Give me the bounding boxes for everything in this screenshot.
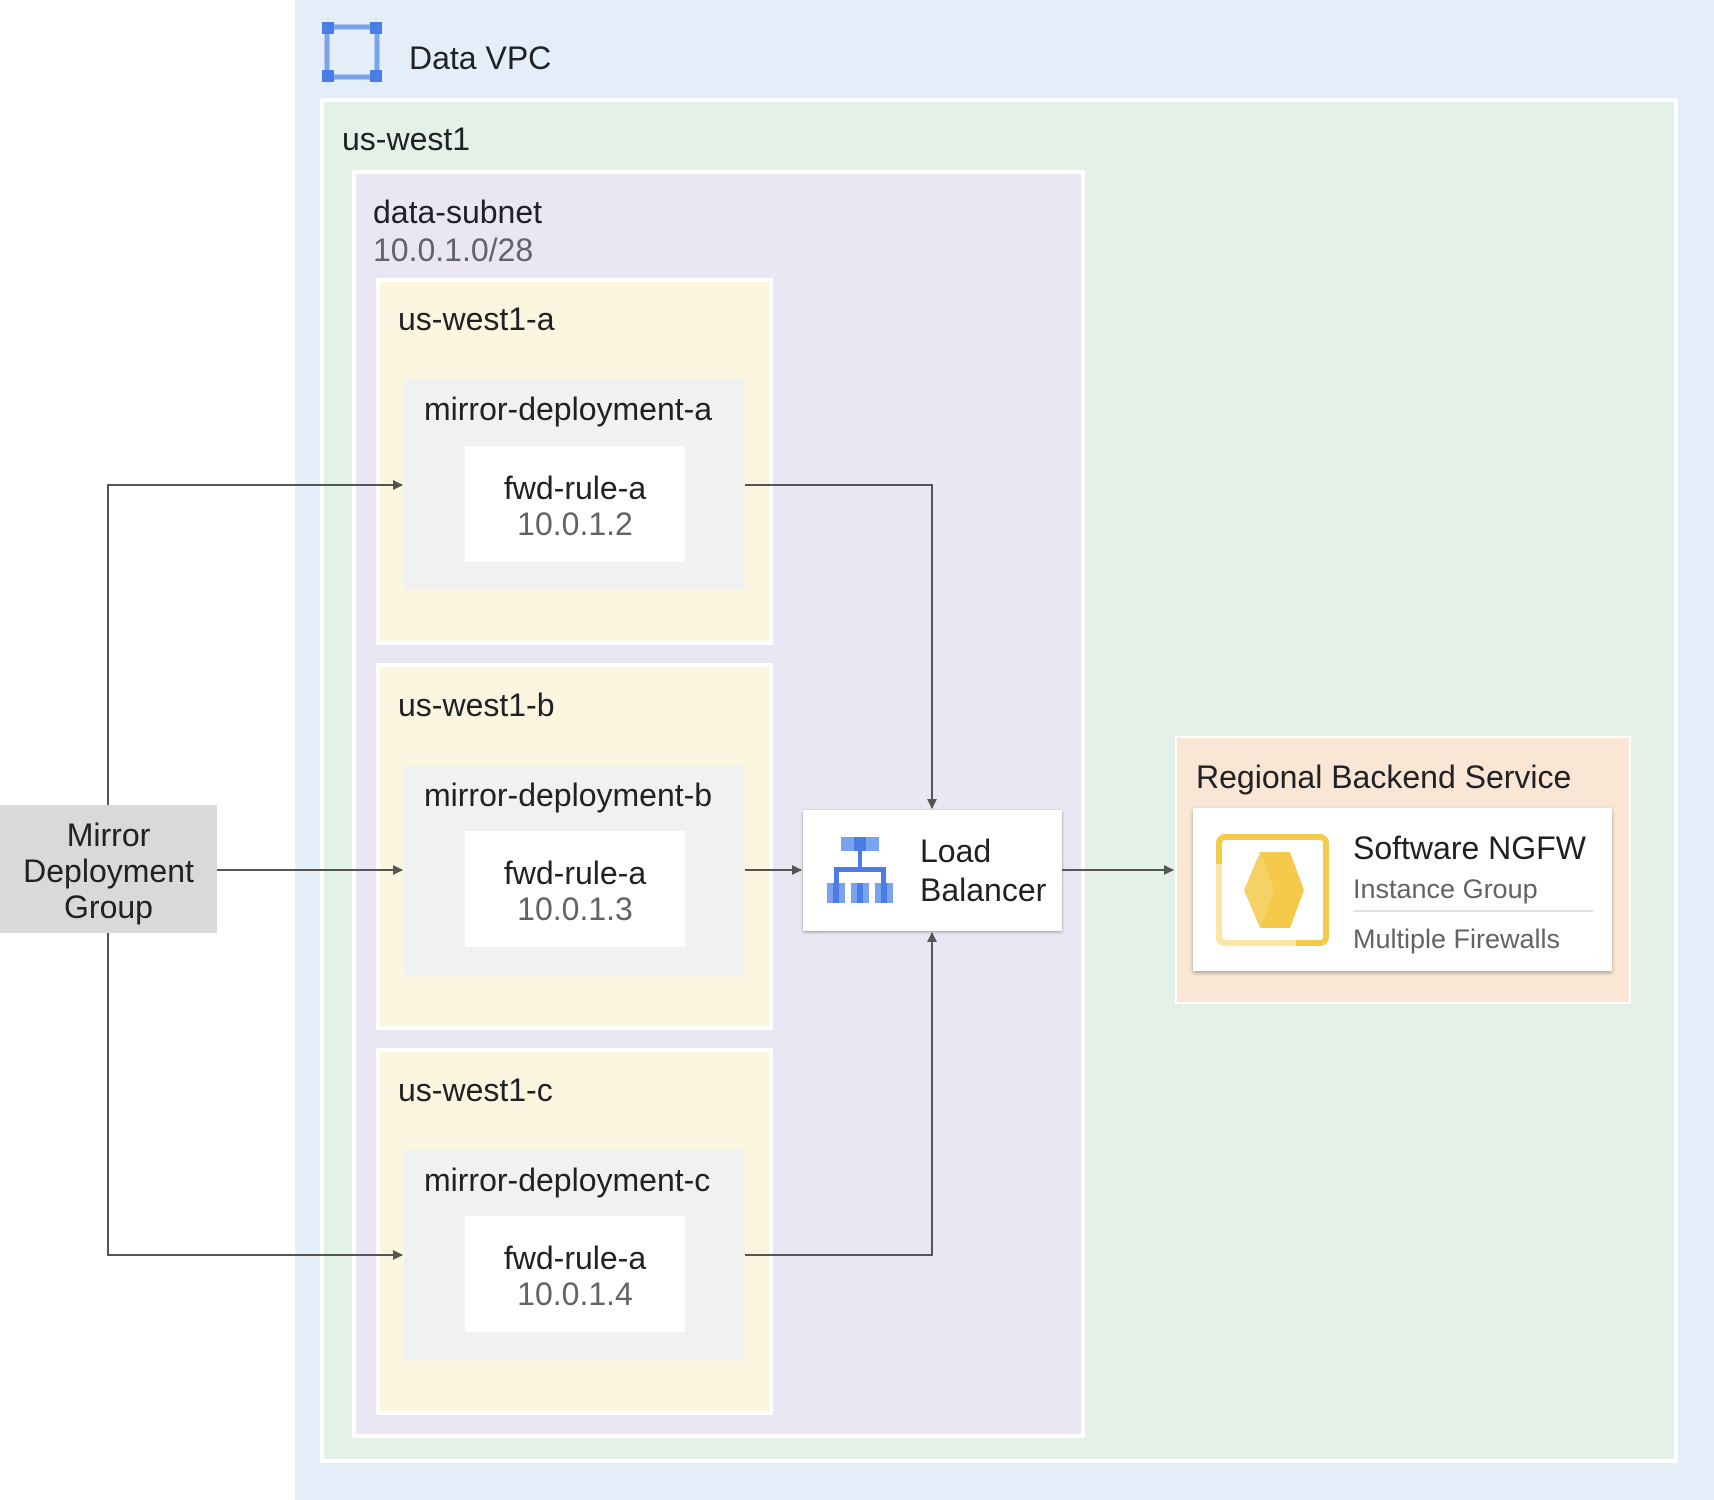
- load-balancer-icon: [827, 837, 893, 903]
- fwd-rule-b-card: fwd-rule-a 10.0.1.3: [465, 831, 685, 947]
- fwd-rule-c-card: fwd-rule-a 10.0.1.4: [465, 1216, 685, 1332]
- arrow-group-to-deployment-a: [107, 480, 403, 805]
- fwd-rule-c-label: fwd-rule-a: [503, 1240, 647, 1276]
- subnet-cidr: 10.0.1.0/28: [373, 232, 534, 268]
- software-ngfw-detail: Multiple Firewalls: [1353, 924, 1561, 954]
- fwd-rule-b-label: fwd-rule-a: [503, 855, 647, 891]
- mirror-group-line3: Group: [64, 889, 153, 925]
- load-balancer-line1: Load: [920, 833, 992, 869]
- mirror-deployment-b-label: mirror-deployment-b: [424, 777, 713, 813]
- vpc-title: Data VPC: [409, 40, 552, 76]
- software-ngfw-icon: [1216, 834, 1329, 946]
- zone-b-title: us-west1-b: [398, 687, 555, 723]
- fwd-rule-a-ip: 10.0.1.2: [517, 506, 633, 542]
- fwd-rule-a-card: fwd-rule-a 10.0.1.2: [465, 446, 685, 562]
- zone-a-title: us-west1-a: [398, 301, 555, 337]
- mirror-deployment-c-label: mirror-deployment-c: [424, 1162, 711, 1198]
- software-ngfw-card: Software NGFW Instance Group Multiple Fi…: [1193, 808, 1612, 971]
- software-ngfw-subtitle: Instance Group: [1353, 874, 1538, 904]
- arrow-group-to-deployment-c: [107, 933, 403, 1260]
- region-title: us-west1: [342, 121, 471, 157]
- arrow-deployment-c-to-lb: [745, 932, 937, 1256]
- card-divider: [1353, 910, 1593, 912]
- mirror-group-line1: Mirror: [66, 817, 151, 853]
- fwd-rule-a-label: fwd-rule-a: [503, 470, 647, 506]
- mirror-deployment-group: Mirror Deployment Group: [0, 805, 217, 933]
- subnet-title: data-subnet: [373, 194, 543, 230]
- backend-title: Regional Backend Service: [1196, 759, 1572, 795]
- software-ngfw-title: Software NGFW: [1353, 830, 1586, 866]
- fwd-rule-c-ip: 10.0.1.4: [517, 1276, 633, 1312]
- fwd-rule-b-ip: 10.0.1.3: [517, 891, 633, 927]
- arrow-deployment-a-to-lb: [745, 484, 937, 809]
- zone-c-title: us-west1-c: [398, 1072, 553, 1108]
- load-balancer: Load Balancer: [803, 810, 1062, 931]
- mirror-group-line2: Deployment: [23, 853, 194, 889]
- load-balancer-line2: Balancer: [920, 872, 1047, 908]
- mirror-deployment-a-label: mirror-deployment-a: [424, 391, 713, 427]
- vpc-icon: [322, 22, 382, 82]
